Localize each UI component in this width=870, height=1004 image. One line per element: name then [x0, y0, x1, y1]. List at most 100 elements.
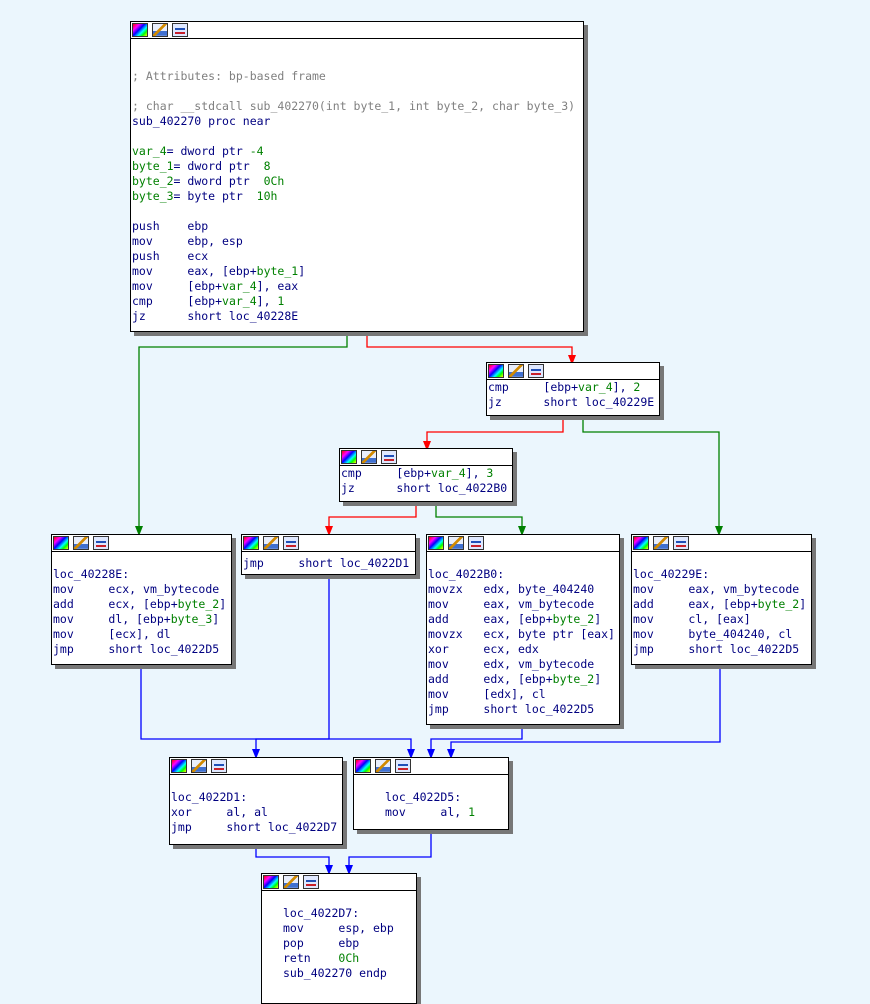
instruction[interactable]: jz short loc_40228E — [132, 309, 583, 324]
xrefs-graph-icon[interactable] — [172, 23, 188, 37]
block-loc-4022d1[interactable]: loc_4022D1: xor al, al jmp short loc_402… — [169, 757, 343, 845]
block-loc-40229e[interactable]: loc_40229E: mov eax, vm_bytecode add eax… — [631, 534, 812, 665]
graph-overview-icon[interactable] — [53, 536, 69, 550]
var-ref[interactable]: byte_2 — [552, 612, 595, 626]
graph-overview-icon[interactable] — [171, 759, 187, 773]
block-loc-4022d7[interactable]: loc_4022D7: mov esp, ebp pop ebp retn 0C… — [261, 873, 417, 1004]
edit-block-icon[interactable] — [152, 23, 168, 37]
xrefs-graph-icon[interactable] — [93, 536, 109, 550]
var-ref[interactable]: var_4 — [431, 466, 466, 480]
xrefs-graph-icon[interactable] — [673, 536, 689, 550]
instruction[interactable]: xor al, al — [171, 805, 342, 820]
instruction[interactable]: mov [edx], cl — [428, 687, 619, 702]
instruction[interactable]: mov edx, vm_bytecode — [428, 657, 619, 672]
instruction[interactable]: cmp [ebp+var_4], 3 — [341, 466, 512, 481]
edit-block-icon[interactable] — [283, 875, 299, 889]
instruction[interactable]: mov [ebp+var_4], eax — [132, 279, 583, 294]
var-ref[interactable]: byte_2 — [552, 672, 595, 686]
instruction[interactable]: jz short loc_4022B0 — [341, 481, 512, 496]
global-ref[interactable]: vm_bytecode — [518, 657, 595, 671]
instruction[interactable]: cmp [ebp+var_4], 2 — [488, 380, 659, 395]
instruction[interactable]: mov [ecx], dl — [53, 627, 231, 642]
xrefs-graph-icon[interactable] — [211, 759, 227, 773]
instruction[interactable]: jmp short loc_4022D7 — [171, 820, 342, 835]
instruction[interactable]: jmp short loc_4022D5 — [428, 702, 619, 717]
block-label[interactable]: loc_40229E: — [633, 567, 710, 581]
instruction[interactable]: push ebp — [132, 219, 583, 234]
var-ref[interactable]: byte_2 — [177, 597, 220, 611]
edit-block-icon[interactable] — [361, 450, 377, 464]
instruction[interactable]: add edx, [ebp+byte_2] — [428, 672, 619, 687]
block-label[interactable]: loc_4022B0: — [428, 567, 505, 581]
graph-overview-icon[interactable] — [488, 364, 504, 378]
global-ref[interactable]: vm_bytecode — [723, 582, 800, 596]
instruction[interactable]: mov ecx, vm_bytecode — [53, 582, 231, 597]
var-name[interactable]: byte_3 — [132, 189, 174, 203]
block-cmp-var4-3[interactable]: cmp [ebp+var_4], 3 jz short loc_4022B0 — [339, 448, 513, 502]
var-ref[interactable]: byte_1 — [256, 264, 299, 278]
instruction[interactable]: pop ebp — [283, 936, 416, 951]
instruction[interactable]: add eax, [ebp+byte_2] — [428, 612, 619, 627]
var-ref[interactable]: var_4 — [222, 294, 257, 308]
instruction[interactable]: jmp short loc_4022D5 — [53, 642, 231, 657]
graph-overview-icon[interactable] — [355, 759, 371, 773]
instruction[interactable]: movzx edx, byte_404240 — [428, 582, 619, 597]
global-ref[interactable]: vm_bytecode — [143, 582, 220, 596]
block-label[interactable]: loc_4022D7: — [283, 906, 360, 920]
edit-block-icon[interactable] — [653, 536, 669, 550]
graph-overview-icon[interactable] — [263, 875, 279, 889]
graph-overview-icon[interactable] — [132, 23, 148, 37]
xrefs-graph-icon[interactable] — [303, 875, 319, 889]
var-ref[interactable]: var_4 — [222, 279, 257, 293]
edit-block-icon[interactable] — [73, 536, 89, 550]
xrefs-graph-icon[interactable] — [381, 450, 397, 464]
edit-block-icon[interactable] — [375, 759, 391, 773]
xrefs-graph-icon[interactable] — [528, 364, 544, 378]
xrefs-graph-icon[interactable] — [283, 536, 299, 550]
xrefs-graph-icon[interactable] — [395, 759, 411, 773]
instruction[interactable]: mov dl, [ebp+byte_3] — [53, 612, 231, 627]
instruction[interactable]: movzx ecx, byte ptr [eax] — [428, 627, 619, 642]
instruction[interactable]: add eax, [ebp+byte_2] — [633, 597, 811, 612]
var-name[interactable]: var_4 — [132, 144, 167, 158]
block-label[interactable]: loc_40228E: — [53, 567, 130, 581]
xrefs-graph-icon[interactable] — [468, 536, 484, 550]
block-loc-4022d5[interactable]: loc_4022D5: mov al, 1 — [353, 757, 509, 830]
instruction[interactable]: mov eax, vm_bytecode — [633, 582, 811, 597]
edit-block-icon[interactable] — [191, 759, 207, 773]
edit-block-icon[interactable] — [448, 536, 464, 550]
instruction[interactable]: jmp short loc_4022D5 — [633, 642, 811, 657]
global-ref[interactable]: vm_bytecode — [518, 597, 595, 611]
instruction[interactable]: mov eax, [ebp+byte_1] — [132, 264, 583, 279]
var-ref[interactable]: byte_2 — [757, 597, 800, 611]
instruction[interactable]: retn 0Ch — [283, 951, 416, 966]
instruction[interactable]: mov cl, [eax] — [633, 612, 811, 627]
instruction[interactable]: xor ecx, edx — [428, 642, 619, 657]
instruction[interactable]: mov al, 1 — [385, 805, 508, 820]
edit-block-icon[interactable] — [263, 536, 279, 550]
edit-block-icon[interactable] — [508, 364, 524, 378]
block-loc-4022b0[interactable]: loc_4022B0: movzx edx, byte_404240 mov e… — [426, 534, 620, 725]
block-jmp-loc-4022d1[interactable]: jmp short loc_4022D1 — [241, 534, 416, 575]
block-loc-40228e[interactable]: loc_40228E: mov ecx, vm_bytecode add ecx… — [51, 534, 232, 665]
instruction[interactable]: push ecx — [132, 249, 583, 264]
var-name[interactable]: byte_2 — [132, 174, 174, 188]
instruction[interactable]: mov byte_404240, cl — [633, 627, 811, 642]
var-ref[interactable]: byte_3 — [170, 612, 213, 626]
var-name[interactable]: byte_1 — [132, 159, 174, 173]
instruction[interactable]: mov ebp, esp — [132, 234, 583, 249]
block-label[interactable]: loc_4022D1: — [171, 790, 248, 804]
block-label[interactable]: loc_4022D5: — [385, 790, 462, 804]
var-ref[interactable]: var_4 — [578, 380, 613, 394]
instruction[interactable]: cmp [ebp+var_4], 1 — [132, 294, 583, 309]
instruction[interactable]: add ecx, [ebp+byte_2] — [53, 597, 231, 612]
instruction[interactable]: mov eax, vm_bytecode — [428, 597, 619, 612]
instruction[interactable]: jz short loc_40229E — [488, 395, 659, 410]
graph-overview-icon[interactable] — [341, 450, 357, 464]
instruction[interactable]: jmp short loc_4022D1 — [243, 556, 415, 571]
proc-name[interactable]: sub_402270 — [132, 114, 202, 128]
block-sub-402270-entry[interactable]: ; Attributes: bp-based frame ; char __st… — [130, 21, 584, 332]
graph-overview-icon[interactable] — [243, 536, 259, 550]
graph-overview-icon[interactable] — [633, 536, 649, 550]
graph-overview-icon[interactable] — [428, 536, 444, 550]
